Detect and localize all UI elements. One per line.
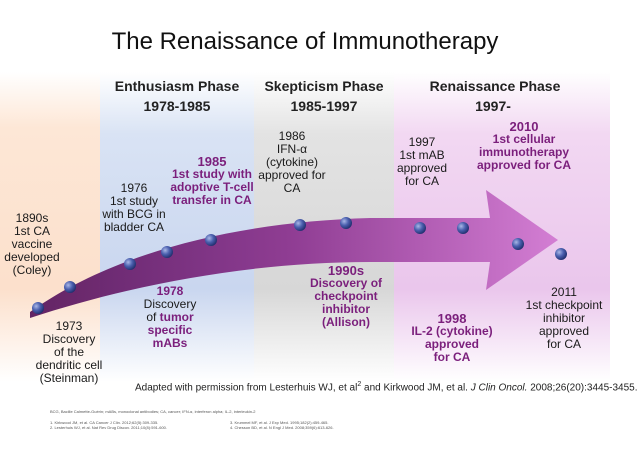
citation-prefix: Adapted with permission from Lesterhuis … <box>135 382 358 394</box>
event-1973-line: of the <box>53 345 85 359</box>
phase-years-skepticism: 1985-1997 <box>290 98 358 114</box>
enthusiasm-phase-background <box>100 72 254 382</box>
event-1978-line: Discovery <box>143 297 197 311</box>
event-1976-line: with BCG in <box>102 207 166 221</box>
event-1978-line: mABs <box>152 336 188 350</box>
event-1998-line: for CA <box>433 350 471 364</box>
milestone-dot-2010 <box>512 238 524 250</box>
citation-journal: J Clin Oncol. <box>470 382 528 394</box>
phase-name-renaissance: Renaissance Phase <box>429 78 561 94</box>
event-1890s-line: 1st CA <box>13 224 50 238</box>
event-1973-line: (Steinman) <box>39 371 99 385</box>
event-1985-line: transfer in CA <box>172 193 252 207</box>
milestone-dot-2011 <box>555 248 567 260</box>
event-1978-line: specific <box>147 323 193 337</box>
timeline-arrow-graphic <box>30 190 567 318</box>
event-2011-line: inhibitor <box>542 311 586 325</box>
pre-phase-background <box>0 72 100 382</box>
reference-1: 1. Kirkwood JM, et al. CA Cancer J Clin.… <box>50 420 159 425</box>
milestone-dot-1973 <box>64 281 76 293</box>
phase-years-renaissance: 1997- <box>475 98 511 114</box>
event-2011-line: approved <box>538 324 590 338</box>
event-1973-year: 1973 <box>55 319 83 333</box>
event-1973-line: dendritic cell <box>35 358 103 372</box>
event-1998: 1998 IL-2 (cytokine) approved for CA <box>402 312 502 364</box>
event-1973-line: Discovery <box>42 332 96 346</box>
phase-years-enthusiasm: 1978-1985 <box>143 98 211 114</box>
event-1986-line: approved for <box>258 168 326 182</box>
event-1998-line: IL-2 (cytokine) <box>411 324 493 338</box>
milestone-dot-1990s <box>340 217 352 229</box>
event-1986-line: IFN-α <box>276 142 308 156</box>
citation-superscript: 2 <box>357 381 362 388</box>
event-1890s-year: 1890s <box>15 211 49 225</box>
timeline-arrow <box>30 190 558 318</box>
citation: Adapted with permission from Lesterhuis … <box>135 381 638 394</box>
event-1976-line: 1st study <box>109 194 159 208</box>
event-2011: 2011 1st checkpoint inhibitor approved f… <box>518 286 610 351</box>
phase-name-enthusiasm: Enthusiasm Phase <box>114 78 240 94</box>
phase-name-skepticism: Skepticism Phase <box>264 78 384 94</box>
event-1997-line: for CA <box>404 174 439 188</box>
event-1890s-line: vaccine <box>11 237 53 251</box>
event-1985-line: adoptive T-cell <box>170 180 254 194</box>
event-1985-line: 1st study with <box>171 167 252 181</box>
event-1990s-year: 1990s <box>327 263 365 278</box>
event-1978: 1978 Discovery of tumor specific mABs <box>138 285 202 350</box>
event-1986-line: (cytokine) <box>265 155 318 169</box>
event-1998-line: approved <box>424 337 479 351</box>
event-1890s-line: (Coley) <box>12 263 52 277</box>
event-1890s: 1890s 1st CA vaccine developed (Coley) <box>0 212 64 277</box>
event-1976-year: 1976 <box>120 181 148 195</box>
citation-middle: and Kirkwood JM, et al. <box>361 382 471 394</box>
event-1997-line: approved <box>396 161 448 175</box>
event-1978-line: of tumor <box>138 311 202 324</box>
event-1990s-line: Discovery of <box>309 276 383 290</box>
event-1976: 1976 1st study with BCG in bladder CA <box>98 182 170 234</box>
reference-2: 2. Lesterhuis WJ, et al. Nat Rev Drug Di… <box>50 425 168 430</box>
milestone-dots <box>32 217 567 314</box>
milestone-dot-1986 <box>294 219 306 231</box>
page-title: The Renaissance of Immunotherapy <box>111 28 499 55</box>
event-1985-year: 1985 <box>197 154 227 169</box>
event-1990s-line: (Allison) <box>322 315 370 329</box>
event-2010-line: immunotherapy <box>478 145 569 159</box>
event-1976-line: bladder CA <box>103 220 165 234</box>
event-1998-year: 1998 <box>437 311 467 326</box>
event-1890s-line: developed <box>4 250 60 264</box>
event-2010-line: approved for CA <box>476 158 571 172</box>
event-1997: 1997 1st mAB approved for CA <box>392 136 452 188</box>
event-1986-year: 1986 <box>278 129 306 143</box>
milestone-dot-1976 <box>124 258 136 270</box>
event-1986: 1986 IFN-α (cytokine) approved for CA <box>252 130 332 195</box>
event-1990s-line: checkpoint <box>314 289 378 303</box>
event-2010-line: 1st cellular <box>492 132 556 146</box>
event-2011-line: 1st checkpoint <box>525 298 603 312</box>
reference-3: 3. Krummel MF, et al. J Exp Med. 1995;18… <box>230 420 329 425</box>
milestone-dot-1978 <box>161 246 173 258</box>
event-1985: 1985 1st study with adoptive T-cell tran… <box>166 155 258 207</box>
milestone-dot-1997 <box>414 222 426 234</box>
event-1978-prefix: of <box>146 310 160 324</box>
event-2010: 2010 1st cellular immunotherapy approved… <box>462 120 586 172</box>
citation-suffix: 2008;26(20):3445-3455. <box>527 382 638 394</box>
event-1986-line: CA <box>283 181 301 195</box>
event-1990s-line: inhibitor <box>322 302 370 316</box>
event-1978-highlight: tumor <box>159 310 194 324</box>
event-1997-line: 1st mAB <box>399 148 445 162</box>
abbreviations-footnote: BCG, Bacille Calmette-Guérin; mABs, mono… <box>50 409 256 414</box>
event-1990s: 1990s Discovery of checkpoint inhibitor … <box>300 264 392 329</box>
milestone-dot-1890 <box>32 302 44 314</box>
event-1973: 1973 Discovery of the dendritic cell (St… <box>30 320 108 385</box>
event-2010-year: 2010 <box>509 119 539 134</box>
event-1978-year: 1978 <box>156 284 184 298</box>
event-2011-line: for CA <box>546 337 581 351</box>
event-2011-year: 2011 <box>551 285 577 299</box>
event-1997-year: 1997 <box>408 135 436 149</box>
reference-4: 4. Chesson BD, et al. N Engl J Med. 2008… <box>230 425 334 430</box>
milestone-dot-1998 <box>457 222 469 234</box>
milestone-dot-1985 <box>205 234 217 246</box>
